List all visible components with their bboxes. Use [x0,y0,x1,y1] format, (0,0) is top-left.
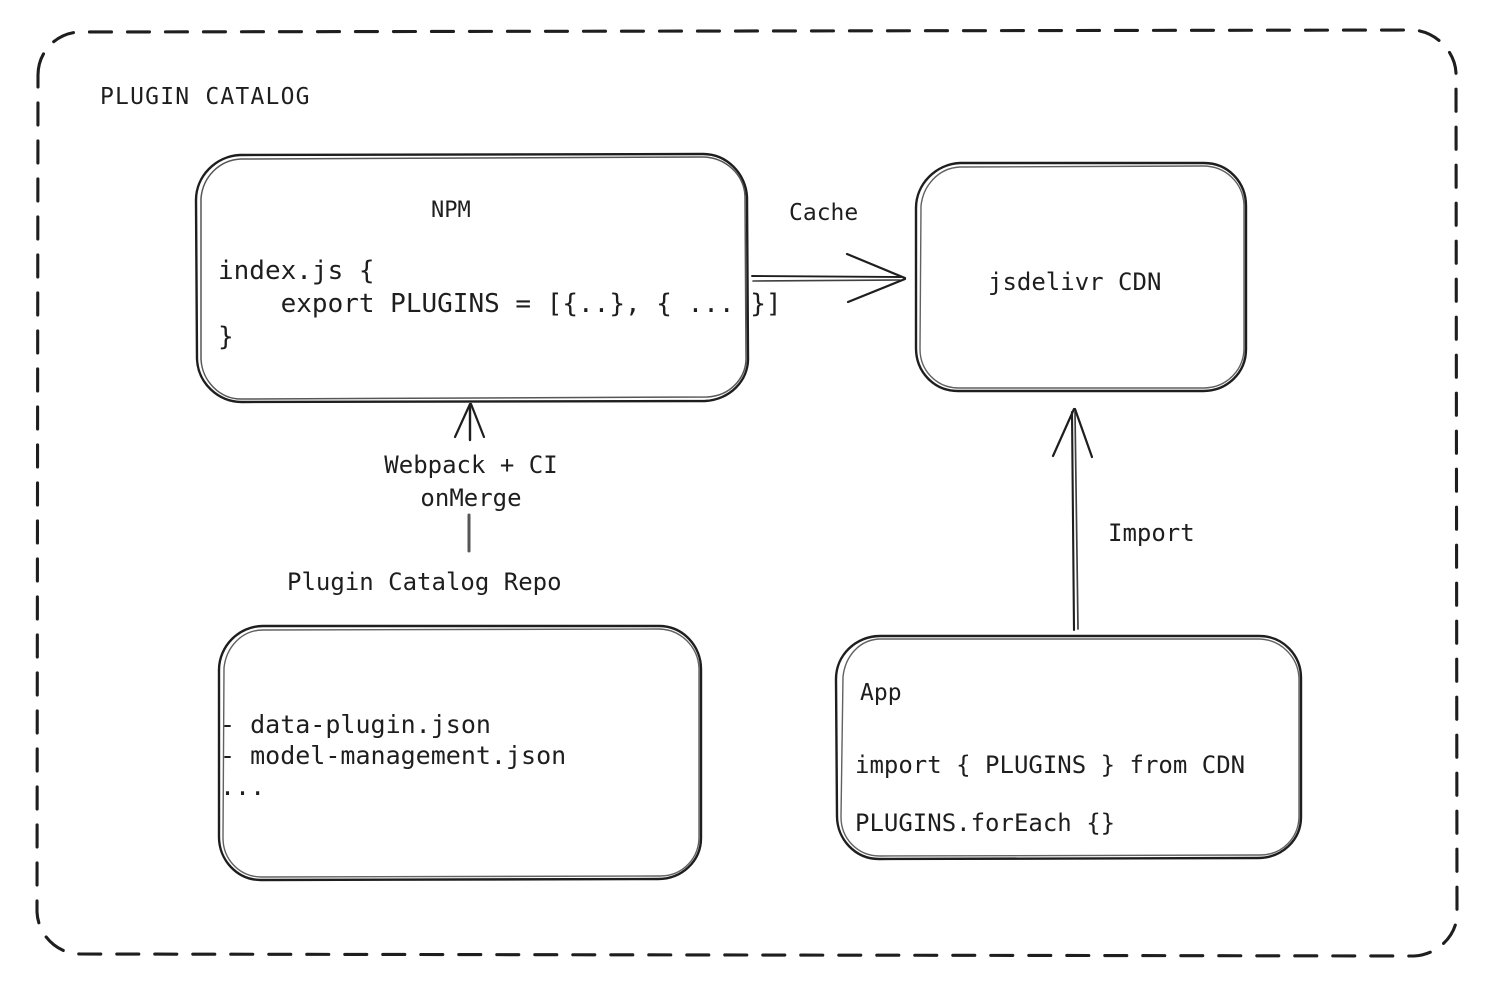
npm-node-code: index.js { export PLUGINS = [{..}, { ...… [218,255,782,354]
app-code-line-2: PLUGINS.forEach {} [855,809,1116,837]
repo-file-line-1: - data-plugin.json [220,710,491,739]
repo-file-line-2: - model-management.json [220,741,567,770]
cdn-node-title: jsdelivr CDN [988,268,1162,296]
app-node-title: App [860,680,902,706]
npm-code-line-1: index.js { [218,256,375,286]
app-node-code: import { PLUGINS } from CDN PLUGINS.forE… [855,736,1245,852]
repo-node-files: - data-plugin.json - model-management.js… [220,709,566,802]
app-code-line-1: import { PLUGINS } from CDN [855,751,1246,779]
edge-label-cache: Cache [789,200,859,226]
edge-label-import: Import [1108,519,1195,547]
edge-import-arrow [1051,407,1094,632]
npm-code-line-3: } [218,322,234,352]
build-label-line-2: onMerge [420,484,522,512]
edge-label-build: Webpack + CI onMerge [374,449,568,515]
npm-node-title: NPM [431,198,471,223]
repo-file-line-3: ... [220,772,266,801]
repo-node-title: Plugin Catalog Repo [287,568,562,596]
group-title: PLUGIN CATALOG [100,84,311,110]
build-label-line-1: Webpack + CI [384,451,558,479]
npm-code-line-2: export PLUGINS = [{..}, { ... }] [218,289,782,319]
